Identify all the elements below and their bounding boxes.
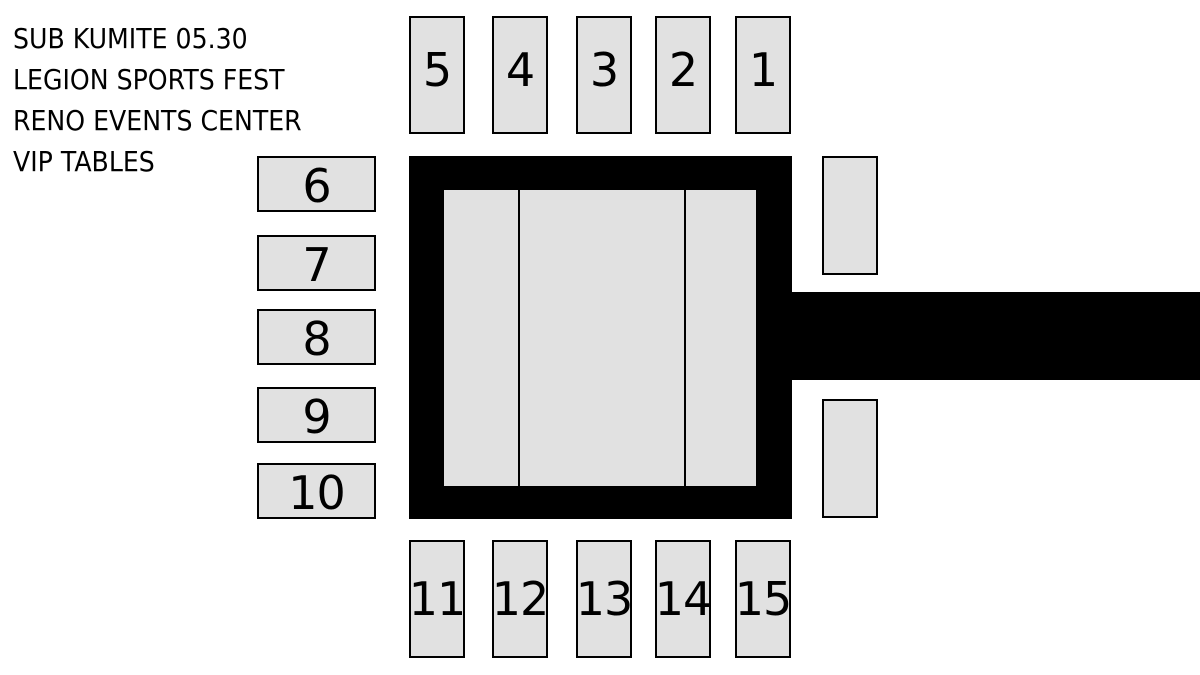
competition-mat-border [409, 156, 792, 519]
vip-table-13[interactable]: 13 [575, 540, 634, 658]
vip-table-5[interactable]: 5 [409, 16, 465, 134]
mat-divider-left [518, 190, 520, 486]
section-title: VIP TABLES [13, 145, 155, 178]
vip-table-2[interactable]: 2 [655, 16, 711, 134]
table-number: 3 [589, 43, 619, 97]
table-number: 13 [575, 572, 634, 626]
table-number: 5 [422, 43, 452, 97]
table-number: 6 [302, 159, 331, 213]
table-number: 15 [734, 572, 793, 626]
vip-table-10[interactable]: 10 [257, 463, 376, 519]
table-number: 9 [302, 390, 331, 444]
event-name: SUB KUMITE 05.30 [13, 22, 248, 55]
table-number: 12 [491, 572, 550, 626]
mat-divider-right [684, 190, 686, 486]
table-number: 10 [288, 466, 346, 520]
table-number: 8 [302, 312, 331, 366]
vip-table-12[interactable]: 12 [491, 540, 550, 658]
table-number: 14 [654, 572, 713, 626]
vip-table-6[interactable]: 6 [257, 156, 376, 212]
vip-table-9[interactable]: 9 [257, 387, 376, 443]
event-venue: RENO EVENTS CENTER [13, 104, 302, 137]
vip-table-8[interactable]: 8 [257, 309, 376, 365]
vip-table-3[interactable]: 3 [576, 16, 632, 134]
side-table-top[interactable] [822, 156, 878, 275]
competition-mat [444, 190, 756, 486]
entrance-walkway [790, 292, 1200, 380]
vip-table-11[interactable]: 11 [408, 540, 467, 658]
vip-table-4[interactable]: 4 [492, 16, 548, 134]
side-table-bottom[interactable] [822, 399, 878, 518]
vip-table-14[interactable]: 14 [654, 540, 713, 658]
event-title-block: SUB KUMITE 05.30 LEGION SPORTS FEST RENO… [13, 18, 302, 182]
table-number: 4 [505, 43, 535, 97]
event-series: LEGION SPORTS FEST [13, 63, 285, 96]
table-number: 1 [748, 43, 778, 97]
table-number: 2 [668, 43, 698, 97]
vip-table-1[interactable]: 1 [735, 16, 791, 134]
vip-table-15[interactable]: 15 [734, 540, 793, 658]
table-number: 11 [408, 572, 467, 626]
table-number: 7 [302, 238, 331, 292]
vip-table-7[interactable]: 7 [257, 235, 376, 291]
